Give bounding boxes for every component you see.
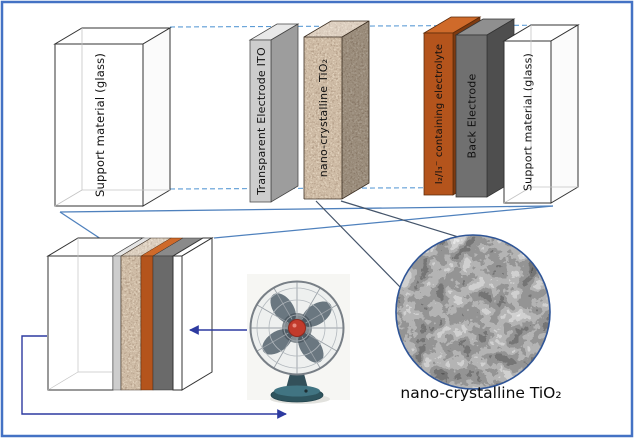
cell-ito bbox=[112, 255, 122, 391]
fan-illustration bbox=[247, 274, 350, 404]
glass-hidden-edges bbox=[503, 25, 578, 204]
layer-label-tio2: nano-crystalline TiO₂ bbox=[317, 59, 330, 178]
fan-hub bbox=[288, 319, 306, 337]
fan-hub-highlight bbox=[292, 323, 297, 328]
connector-right bbox=[213, 205, 554, 239]
circuit-wires bbox=[21, 325, 287, 419]
exploded-view: Support material (glass) Transparent Ele… bbox=[53, 16, 580, 207]
glass-hidden-edges bbox=[54, 28, 170, 207]
cell-glass-right bbox=[172, 255, 183, 391]
layer-tio2: nano-crystalline TiO₂ bbox=[303, 20, 370, 200]
cell-electrolyte bbox=[140, 255, 154, 391]
layer-label-ito: Transparent Electrode ITO bbox=[255, 47, 268, 196]
magnifier-line-left bbox=[315, 200, 404, 291]
sem-texture bbox=[396, 235, 550, 389]
sem-caption: nano-crystalline TiO₂ bbox=[400, 384, 561, 402]
layer-support-right: Support material (glass) bbox=[502, 24, 580, 204]
layer-ito: Transparent Electrode ITO bbox=[248, 23, 300, 203]
connector-baseline bbox=[59, 205, 554, 213]
fan-base-top bbox=[274, 385, 320, 397]
cell-glass-left bbox=[47, 255, 114, 391]
layer-support-left: Support material (glass) bbox=[53, 27, 172, 207]
assembly-connector-lines bbox=[59, 205, 554, 242]
layer-label-support-right: Support material (glass) bbox=[521, 53, 534, 191]
cell-glass-right-side bbox=[181, 237, 213, 391]
layer-label-support-left: Support material (glass) bbox=[93, 53, 107, 197]
wire-cell-to-fan bbox=[21, 335, 287, 419]
layer-label-back-electrode: Back Electrode bbox=[465, 74, 478, 159]
sem-circle-border bbox=[395, 234, 551, 390]
sem-micrograph bbox=[395, 234, 551, 390]
assembled-cell bbox=[46, 237, 214, 391]
fan-cage-rings bbox=[249, 280, 345, 376]
cell-back-electrode bbox=[152, 255, 174, 391]
layer-label-electrolyte: I₂/I₃⁻ containing electrolyte bbox=[434, 44, 445, 185]
fan-knob bbox=[304, 389, 308, 393]
connector-left bbox=[59, 211, 105, 242]
